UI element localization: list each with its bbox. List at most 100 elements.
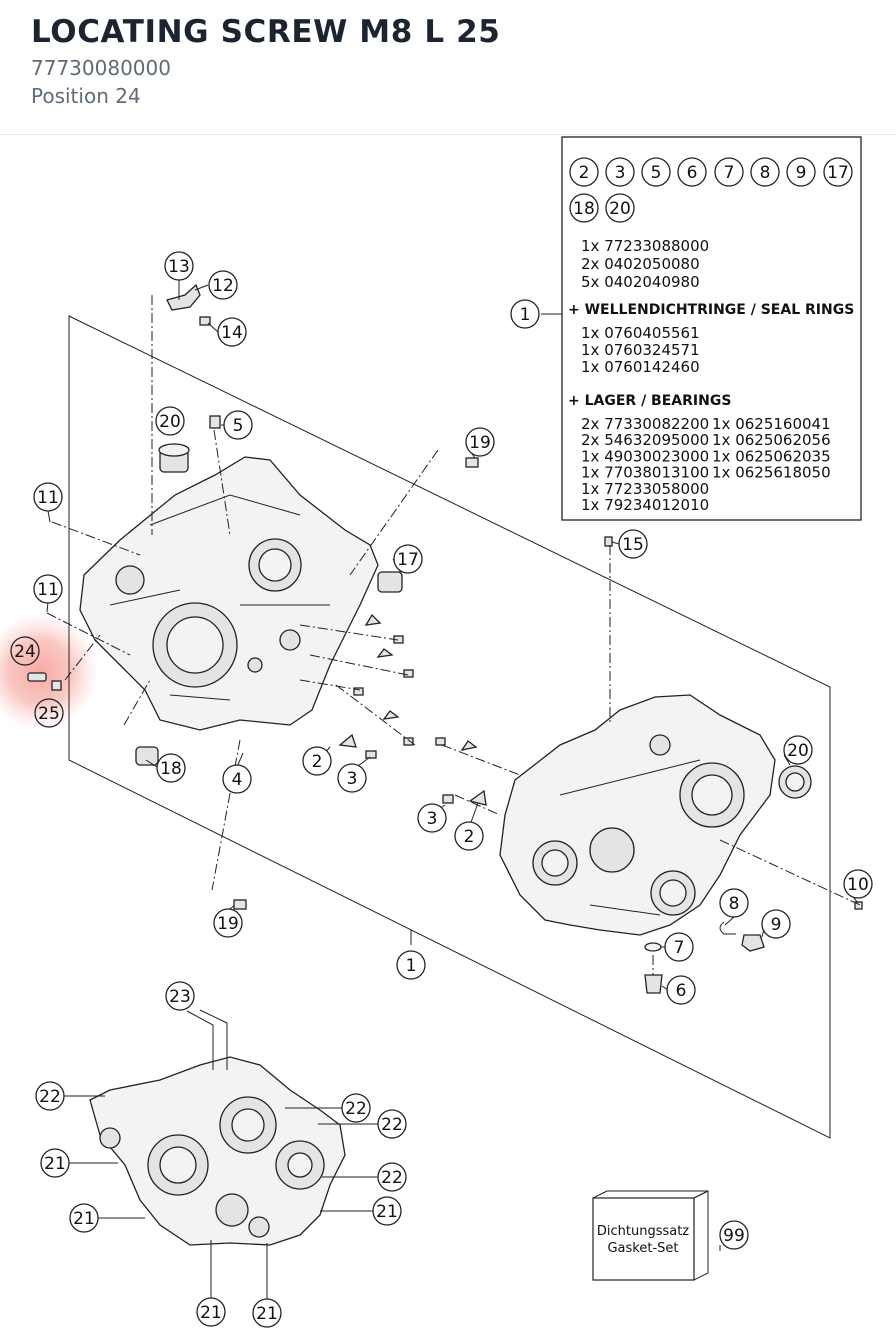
callout-circle [217,317,247,347]
callout-circle [33,574,63,604]
bearing-line: 1x 0625160041 [712,415,831,433]
callout-circle [33,482,63,512]
callout-circle [10,636,40,666]
locating-screw-24 [27,672,47,682]
callout-circle [164,251,194,281]
kit-circled-number: 6 [677,157,707,187]
callout-label: 6 [676,981,687,1001]
callout-circle [372,1196,402,1226]
callout-label: 19 [217,914,239,934]
callout-c19a: 19 [465,427,495,457]
callout-circle [454,821,484,851]
svg-text:3: 3 [615,163,626,183]
callout-c21c: 21 [372,1196,402,1226]
callout-c21a: 21 [40,1148,70,1178]
callout-circle [223,410,253,440]
svg-text:99: 99 [723,1226,745,1246]
callout-label: 3 [347,769,358,789]
kit-callout: 1 [510,299,540,329]
bearing-line: 1x 77038013100 [581,464,709,482]
callout-label: 11 [37,488,59,508]
svg-text:1: 1 [520,305,531,325]
callout-label: 24 [14,642,36,662]
callout-circle [377,1109,407,1139]
callout-label: 13 [168,257,190,277]
callout-c1: 1 [396,950,426,980]
callout-label: 21 [376,1202,398,1222]
bearing-line: 1x 0625062056 [712,431,831,449]
bracket-2a [338,733,357,748]
callout-circle [664,932,694,962]
callout-label: 21 [44,1154,66,1174]
callout-label: 21 [200,1303,222,1323]
svg-text:6: 6 [687,163,698,183]
callout-circle [417,803,447,833]
svg-text:17: 17 [827,163,849,183]
callout-c24: 24 [10,636,40,666]
callout-c4: 4 [222,764,252,794]
dowel-19a [465,457,479,468]
callout-c21d: 21 [196,1297,226,1327]
callout-label: 20 [159,412,181,432]
callout-label: 4 [232,770,243,790]
dowel-19b [233,899,247,910]
callout-c22d: 22 [377,1162,407,1192]
callout-c18: 18 [156,753,186,783]
callout-c2b: 2 [454,821,484,851]
kit-circled-number: 9 [786,157,816,187]
callout-circle [208,270,238,300]
assembly-axes [46,295,861,975]
part-title: LOCATING SCREW M8 L 25 [31,14,501,50]
callout-label: 3 [427,809,438,829]
highlight-glow [0,614,98,730]
callout-c9: 9 [761,909,791,939]
callout-c20b: 20 [783,735,813,765]
diagram-canvas: 1312142051911111715242523418203219110897… [0,136,873,1328]
svg-text:5: 5 [651,163,662,183]
svg-text:8: 8 [760,163,771,183]
bearing-line: 1x 77233058000 [581,480,709,498]
callout-c21b: 21 [69,1203,99,1233]
kit-circled-number: 7 [714,157,744,187]
gasket-set-callout: 99 [719,1220,749,1250]
part-header: LOCATING SCREW M8 L 25 77730080000 Posit… [0,0,896,135]
plug-6 [644,974,663,994]
svg-text:9: 9 [796,163,807,183]
small-parts [27,283,863,994]
screw-14 [199,316,211,326]
left-crankcase-half [79,456,379,731]
plug-9 [741,934,765,952]
callout-circle [196,1297,226,1327]
callout-circle [155,406,185,436]
callout-c20a: 20 [155,406,185,436]
callout-label: 14 [221,323,243,343]
callout-circle [377,1162,407,1192]
callout-c8: 8 [719,888,749,918]
callout-c22b: 22 [341,1093,371,1123]
kit-line: 1x 77233088000 [581,237,709,255]
callout-label: 23 [169,987,191,1007]
kit-circled-number: 17 [823,157,853,187]
screw-3a [365,750,377,759]
callout-circle [34,698,64,728]
kit-circled-number: 20 [605,193,635,223]
callout-label: 22 [381,1168,403,1188]
callout-circle [69,1203,99,1233]
callout-c11b: 11 [33,574,63,604]
callout-circle [761,909,791,939]
callout-label: 15 [622,535,644,555]
callout-c13: 13 [164,251,194,281]
screw-3b [442,794,454,804]
callout-c23: 23 [165,981,195,1011]
callout-label: 10 [847,875,869,895]
kit-circled-number: 2 [569,157,599,187]
callout-c17: 17 [393,544,423,574]
callout-label: 5 [233,416,244,436]
callout-c3a: 3 [337,763,367,793]
gasket-set-label-de: Dichtungssatz [597,1224,689,1239]
gasket-set-box [592,1190,709,1281]
callout-circle [40,1148,70,1178]
callout-label: 11 [37,580,59,600]
